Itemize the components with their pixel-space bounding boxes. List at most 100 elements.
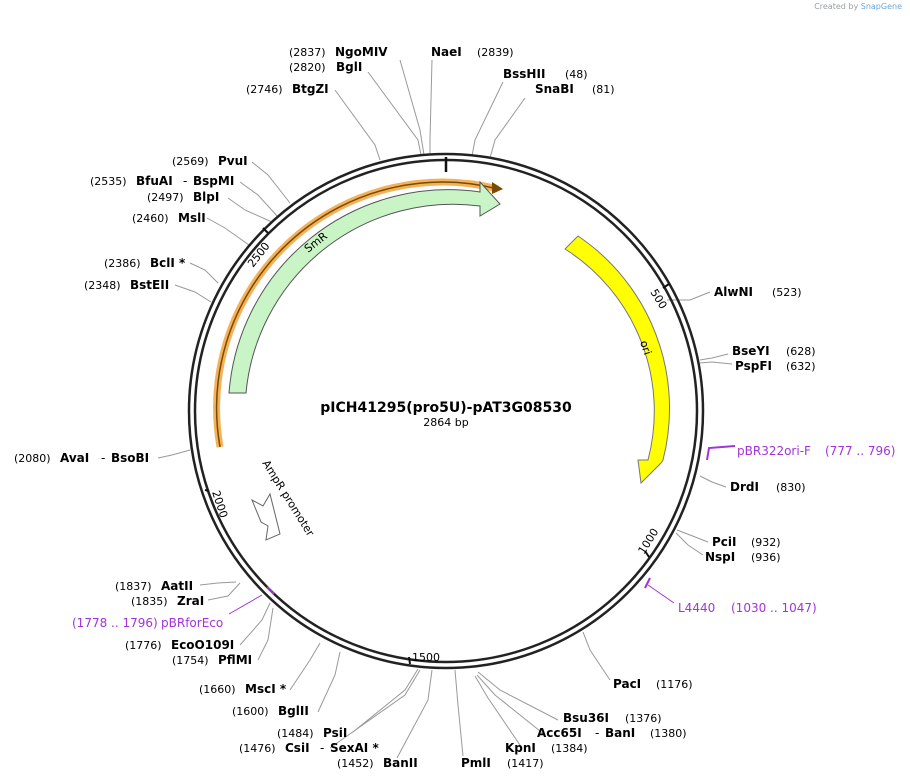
site-pos: (830) <box>776 481 806 494</box>
site-pos: (1452) <box>337 757 374 770</box>
site-name: MslI <box>178 211 206 225</box>
site-pos: (1376) <box>625 712 662 725</box>
site-name: BlpI <box>193 190 219 204</box>
ori-feature <box>564 235 670 485</box>
site-pos: (628) <box>786 345 816 358</box>
site-name: BseYI <box>732 344 770 358</box>
site-pos: (1476) <box>239 742 276 755</box>
leader-bsshii <box>471 81 504 157</box>
leader-msli <box>206 217 250 246</box>
site-pos: (932) <box>751 536 781 549</box>
site-pos: (1660) <box>199 683 236 696</box>
primer-pbrforeco-mark <box>266 586 275 595</box>
leader-btgzi <box>334 89 381 161</box>
site-pos: (2460) <box>132 212 169 225</box>
primer-l4440-leader <box>647 584 675 604</box>
leader-paci <box>582 631 611 681</box>
site-pos: (2569) <box>172 155 209 168</box>
ori-label: ori <box>637 339 654 357</box>
primer-pbr322ori-f-mark <box>706 445 736 461</box>
site-name: BsoBI <box>111 451 149 465</box>
site-pos: (1176) <box>656 678 693 691</box>
leader-pflmi <box>257 607 274 661</box>
site-pos: (1837) <box>115 580 152 593</box>
site-name: MscI * <box>245 682 287 696</box>
site-name: KpnI <box>505 741 536 755</box>
leader-kpni <box>474 675 523 749</box>
tick-mark-1000 <box>644 550 650 558</box>
site-name: PvuI <box>218 154 248 168</box>
primer-range: (777 .. 796) <box>825 444 895 458</box>
primer-name: L4440 <box>678 601 715 615</box>
site-pos: (2348) <box>84 279 121 292</box>
site-pos: (48) <box>565 68 588 81</box>
site-pos: (1484) <box>277 727 314 740</box>
leader-bcli <box>189 262 219 284</box>
site-name: BanI <box>605 726 635 740</box>
site-name: PspFI <box>735 359 772 373</box>
site-dash: - <box>595 726 599 740</box>
site-name: EcoO109I <box>171 638 234 652</box>
tick-mark-2000 <box>204 489 210 492</box>
site-name: DrdI <box>730 480 759 494</box>
site-pos: (632) <box>786 360 816 373</box>
site-name: BspMI <box>193 174 234 188</box>
site-name: AlwNI <box>714 285 753 299</box>
site-name: BglI <box>336 60 362 74</box>
primer-range: (1778 .. 1796) <box>72 616 158 630</box>
leader-acc65i <box>476 674 546 736</box>
site-pos: (1776) <box>125 639 162 652</box>
site-name: BssHII <box>503 67 545 81</box>
site-name: NspI <box>705 550 735 564</box>
site-name: PsiI <box>323 726 347 740</box>
leader-ngomiv <box>399 59 425 156</box>
leader-bgli <box>367 71 422 156</box>
leader-zrai <box>207 582 241 601</box>
tick-mark-1500 <box>408 656 411 665</box>
plasmid-name: pICH41295(pro5U)-pAT3G08530 <box>320 400 572 416</box>
site-dash: - <box>183 174 187 188</box>
tick-1500: 1500 <box>412 651 440 664</box>
site-dash: - <box>101 451 105 465</box>
site-name: NgoMIV <box>335 45 388 59</box>
site-name: NaeI <box>431 45 462 59</box>
site-pos: (81) <box>592 83 615 96</box>
leader-lines <box>157 59 733 759</box>
tick-mark-2500 <box>262 227 269 234</box>
primer-name: pBRforEco <box>161 616 223 630</box>
site-pos: (2497) <box>147 191 184 204</box>
leader-msci <box>289 642 321 691</box>
smr-highlight-arrowhead <box>492 182 503 194</box>
leader-pmli <box>454 669 464 757</box>
site-pos: (2839) <box>477 46 514 59</box>
site-pos: (523) <box>772 286 802 299</box>
leader-alwni <box>667 291 711 301</box>
length-ticks <box>204 227 670 665</box>
site-pos: (2386) <box>104 257 141 270</box>
smr-feature <box>228 180 501 394</box>
site-name: BtgZI <box>292 82 329 96</box>
primer-range: (1030 .. 1047) <box>731 601 817 615</box>
site-pos: (1835) <box>131 595 168 608</box>
tick-mark-500 <box>662 283 670 289</box>
site-pos: (2535) <box>90 175 127 188</box>
site-pos: (1754) <box>172 654 209 667</box>
leader-banii <box>396 669 433 759</box>
leader-drdi <box>699 475 727 488</box>
leader-bsu36i <box>477 671 559 721</box>
smr-highlight-line <box>215 181 499 448</box>
leader-snabi <box>489 97 526 159</box>
site-pos: (1380) <box>650 727 687 740</box>
snapgene-credit: Created by SnapGene <box>814 2 902 11</box>
leader-pspfi <box>699 361 733 365</box>
site-name: Bsu36I <box>563 711 609 725</box>
leader-pvui <box>251 161 291 204</box>
site-name: BglII <box>278 704 309 718</box>
primer-l4440-mark <box>644 577 651 589</box>
site-name: BclI * <box>150 256 186 270</box>
site-name: SexAI * <box>330 741 379 755</box>
site-pos: (2820) <box>289 61 326 74</box>
site-pos: (2837) <box>289 46 326 59</box>
site-name: ZraI <box>177 594 204 608</box>
